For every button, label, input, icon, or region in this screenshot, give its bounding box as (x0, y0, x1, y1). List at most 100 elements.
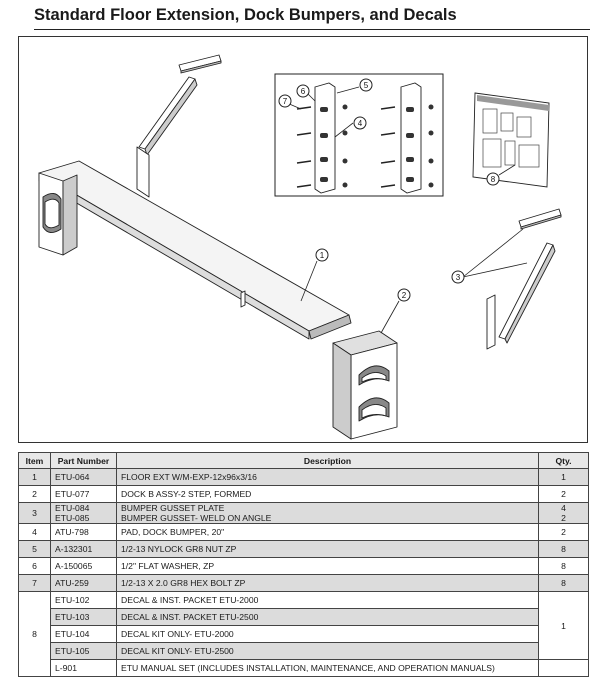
cell-description: 1/2" FLAT WASHER, ZP (116, 557, 539, 575)
part-number: ETU-084 (55, 503, 90, 513)
part-number: ETU-077 (55, 489, 90, 499)
cell-part-number: ETU-104 (50, 625, 117, 643)
header-item: Item (18, 452, 51, 469)
quantity: 2 (561, 489, 566, 499)
description: 1/2-13 X 2.0 GR8 HEX BOLT ZP (121, 578, 246, 588)
cell-part-number: A-150065 (50, 557, 117, 575)
callout-1: 1 (320, 251, 325, 260)
callout-5: 5 (364, 81, 369, 90)
table-row: 1 ETU-064 FLOOR EXT W/M-EXP-12x96x3/16 1 (18, 468, 589, 486)
decal-packet (472, 92, 550, 188)
cell-item: 5 (18, 540, 51, 558)
cell-part-number: L-901 (50, 659, 117, 677)
cell-item: 3 (18, 502, 51, 524)
floor-extension (38, 160, 352, 340)
description: BUMPER GUSSET PLATE (121, 503, 225, 513)
quantity: 8 (561, 561, 566, 571)
cell-qty: 1 (538, 591, 589, 660)
cell-item: 8 (18, 591, 51, 677)
table-row: 6 A-150065 1/2" FLAT WASHER, ZP 8 (18, 557, 589, 575)
cell-part-number: A-132301 (50, 540, 117, 558)
callout-7: 7 (283, 97, 288, 106)
cell-qty: 1 (538, 468, 589, 486)
cell-qty: 8 (538, 540, 589, 558)
cell-part-number: ATU-259 (50, 574, 117, 592)
cell-description: 1/2-13 X 2.0 GR8 HEX BOLT ZP (116, 574, 539, 592)
part-number: ATU-798 (55, 527, 89, 537)
part-number: A-150065 (55, 561, 93, 571)
gusset-angle-top (136, 76, 198, 198)
table-row: 5 A-132301 1/2-13 NYLOCK GR8 NUT ZP 8 (18, 540, 589, 558)
callout-2: 2 (402, 291, 407, 300)
cell-description: DECAL KIT ONLY- ETU-2000 (116, 625, 539, 643)
table-row: 4 ATU-798 PAD, DOCK BUMPER, 20" 2 (18, 523, 589, 541)
cell-item: 1 (18, 468, 51, 486)
description: 1/2" FLAT WASHER, ZP (121, 561, 215, 571)
header-description: Description (116, 452, 539, 469)
cell-description: DECAL KIT ONLY- ETU-2500 (116, 642, 539, 660)
gusset-plate-top (178, 54, 222, 74)
quantity: 8 (561, 544, 566, 554)
cell-part-number: ATU-798 (50, 523, 117, 541)
cell-item: 7 (18, 574, 51, 592)
description: FLOOR EXT W/M-EXP-12x96x3/16 (121, 472, 257, 482)
part-number: A-132301 (55, 544, 93, 554)
exploded-drawing: 1 2 3 4 5 6 7 8 (18, 36, 588, 443)
cell-part-number: ETU-105 (50, 642, 117, 660)
title-rule (34, 29, 590, 30)
table-row: 2 ETU-077 DOCK B ASSY-2 STEP, FORMED 2 (18, 485, 589, 503)
cell-qty-empty (538, 659, 589, 677)
quantity: 2 (561, 527, 566, 537)
drawing-svg: 1 2 3 4 5 6 7 8 (38, 54, 562, 440)
quantity: 2 (561, 513, 566, 523)
callout-3: 3 (456, 273, 461, 282)
cell-description: 1/2-13 NYLOCK GR8 NUT ZP (116, 540, 539, 558)
quantity: 1 (561, 472, 566, 482)
cell-description: ETU MANUAL SET (INCLUDES INSTALLATION, M… (116, 659, 539, 677)
cell-qty: 8 (538, 574, 589, 592)
gusset-angle-right (486, 242, 556, 350)
table-header-row: Item Part Number Description Qty. (18, 452, 589, 469)
quantity: 8 (561, 578, 566, 588)
description: 1/2-13 NYLOCK GR8 NUT ZP (121, 544, 237, 554)
cell-qty: 8 (538, 557, 589, 575)
part-number: ETU-064 (55, 472, 90, 482)
cell-qty: 2 (538, 485, 589, 503)
header-qty: Qty. (538, 452, 589, 469)
dock-bumper (332, 330, 398, 440)
description: PAD, DOCK BUMPER, 20" (121, 527, 225, 537)
cell-item: 2 (18, 485, 51, 503)
cell-description: DECAL & INST. PACKET ETU-2500 (116, 608, 539, 626)
cell-description: PAD, DOCK BUMPER, 20" (116, 523, 539, 541)
quantity: 4 (561, 503, 566, 513)
callout-8: 8 (491, 175, 496, 184)
cell-description: DOCK B ASSY-2 STEP, FORMED (116, 485, 539, 503)
part-number: ATU-259 (55, 578, 89, 588)
callout-6: 6 (301, 87, 306, 96)
header-part-number: Part Number (50, 452, 117, 469)
gusset-plate-right (518, 208, 562, 230)
table-row: 7 ATU-259 1/2-13 X 2.0 GR8 HEX BOLT ZP 8 (18, 574, 589, 592)
cell-item: 4 (18, 523, 51, 541)
cell-part-number: ETU-103 (50, 608, 117, 626)
cell-part-number: ETU-064 (50, 468, 117, 486)
description: DOCK B ASSY-2 STEP, FORMED (121, 489, 252, 499)
cell-qty: 2 (538, 523, 589, 541)
callout-4: 4 (358, 119, 363, 128)
cell-part-number: ETU-077 (50, 485, 117, 503)
page-title: Standard Floor Extension, Dock Bumpers, … (34, 6, 457, 24)
cell-description: DECAL & INST. PACKET ETU-2000 (116, 591, 539, 609)
cell-part-number: ETU-102 (50, 591, 117, 609)
part-number: ETU-085 (55, 513, 90, 523)
cell-item: 6 (18, 557, 51, 575)
